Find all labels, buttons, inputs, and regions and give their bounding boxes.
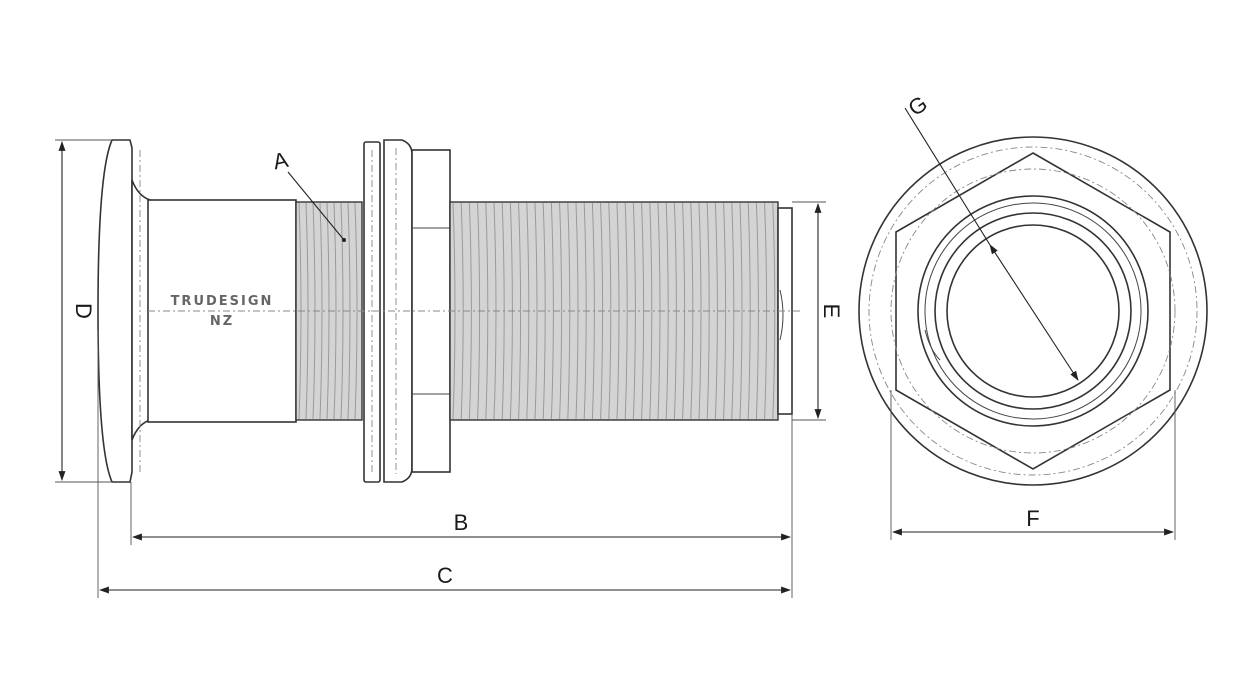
thread-line (518, 202, 522, 420)
dimension-label-e: E (819, 304, 844, 319)
thread-line (305, 202, 309, 420)
dimension-label-g: G (904, 91, 932, 121)
thread-line (698, 202, 702, 420)
thread-line (632, 202, 636, 420)
dimension-label-c: C (437, 563, 453, 588)
thread-line (608, 202, 612, 420)
thread-line (559, 202, 563, 420)
thread-line (649, 202, 653, 420)
thread-line (468, 202, 472, 420)
leader-g (904, 107, 991, 246)
thread-line (319, 202, 323, 420)
thread-line (542, 202, 546, 420)
thread-line (723, 202, 727, 420)
thread-line (575, 202, 579, 420)
dimension-label-b: B (454, 510, 469, 535)
thread-line (624, 202, 628, 420)
thread-line (340, 202, 344, 420)
flange-head (97, 139, 133, 483)
thread-lines-a (298, 202, 358, 420)
leader-a (287, 171, 345, 241)
dimension-label-f: F (1026, 506, 1039, 531)
side-view: TRUDESIGN NZ A D E (55, 139, 844, 598)
thread-line (534, 202, 538, 420)
thread-line (354, 202, 358, 420)
end-view: G F (858, 91, 1208, 540)
dimension-label-a: A (271, 147, 291, 175)
brand-name: TRUDESIGN (171, 294, 274, 309)
thread-line (485, 202, 489, 420)
dimension-line-g (989, 244, 1079, 381)
thread-line (739, 202, 743, 420)
brand-country: NZ (210, 314, 234, 329)
thread-line (714, 202, 718, 420)
dimension-label-d: D (71, 303, 96, 319)
